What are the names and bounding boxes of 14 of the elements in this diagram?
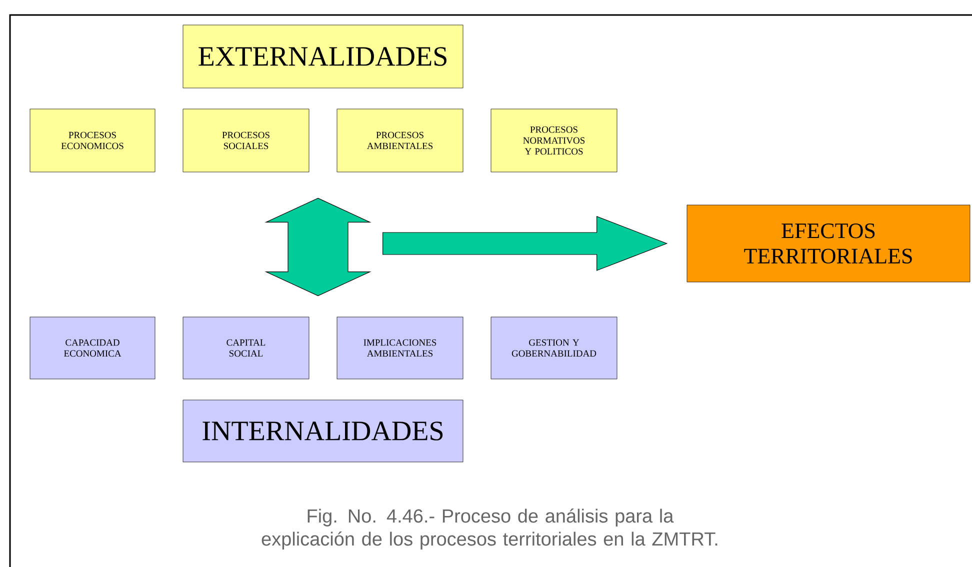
factor-box: IMPLICACIONES AMBIENTALES xyxy=(336,316,464,380)
double-arrow xyxy=(264,198,372,296)
block-arrow xyxy=(382,216,668,271)
process-box: PROCESOS NORMATIVOS Y POLITICOS xyxy=(490,108,618,172)
heading-box: INTERNALIDADES xyxy=(182,400,464,462)
factor-box: CAPITAL SOCIAL xyxy=(182,316,310,380)
process-box: PROCESOS AMBIENTALES xyxy=(336,108,464,172)
result-box: EFECTOS TERRITORIALES xyxy=(686,204,970,282)
caption: Fig. No. 4.46.- Proceso de análisis para la explicación de los procesos territoriales en la ZMTRT. xyxy=(262,508,718,550)
heading-box: EXTERNALIDADES xyxy=(182,24,464,88)
process-box: PROCESOS SOCIALES xyxy=(182,108,310,172)
factor-box: CAPACIDAD ECONOMICA xyxy=(30,316,156,380)
factor-box: GESTION Y GOBERNABILIDAD xyxy=(490,316,618,380)
process-box: PROCESOS ECONOMICOS xyxy=(30,108,156,172)
